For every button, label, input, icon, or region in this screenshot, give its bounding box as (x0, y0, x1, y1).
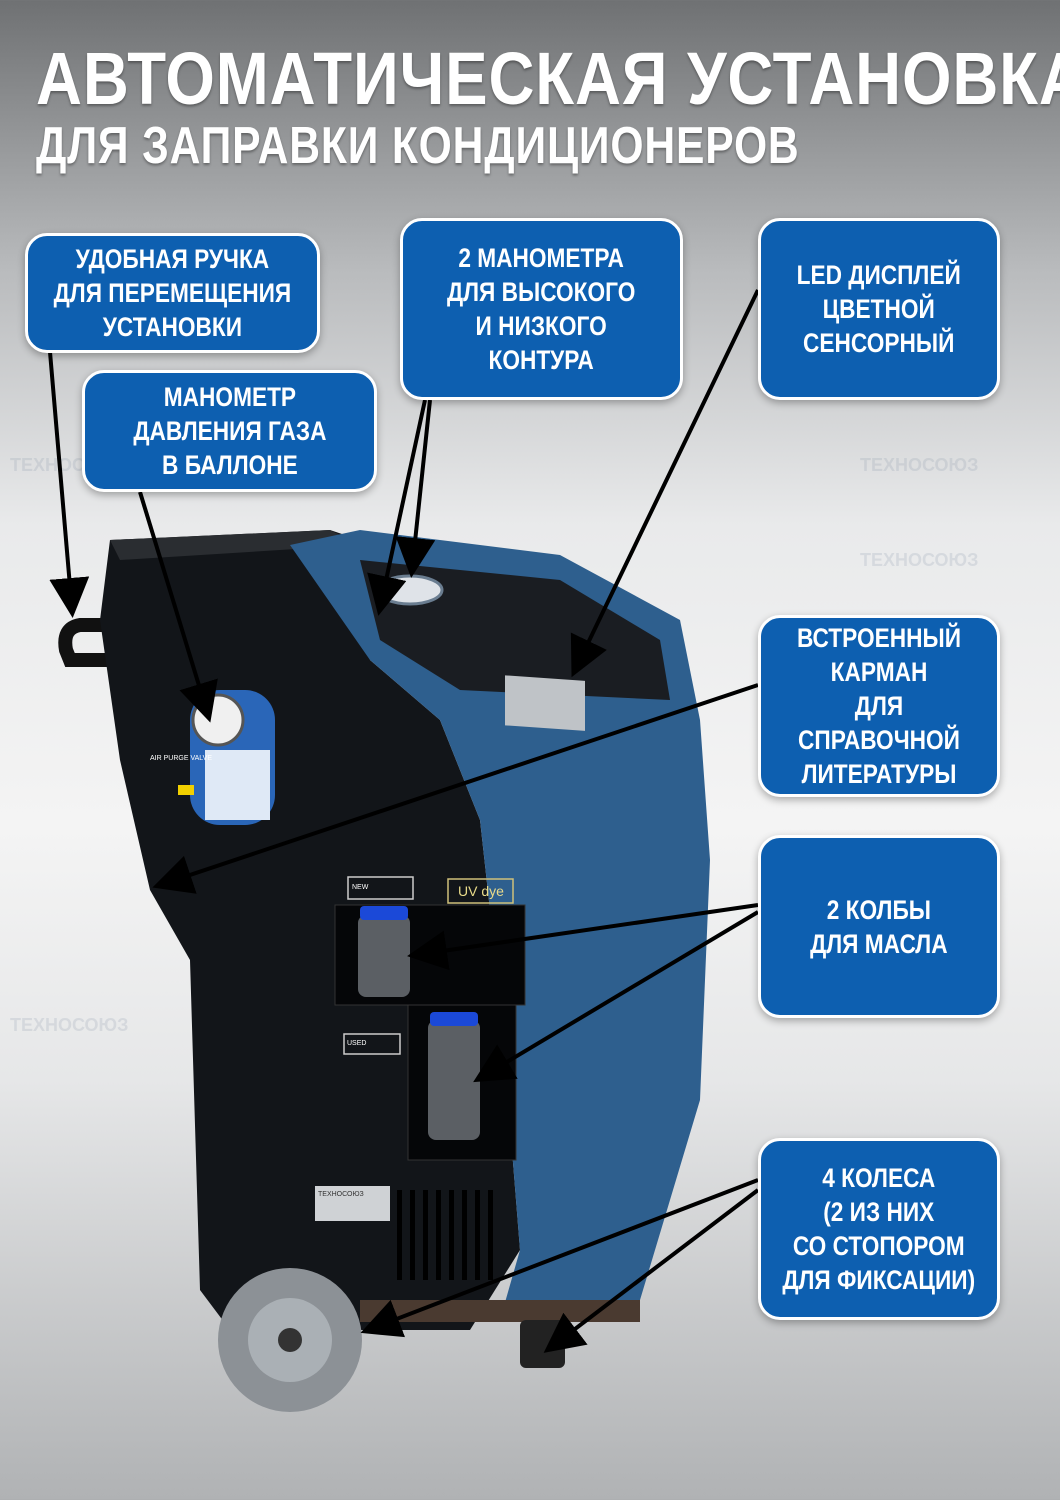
arrow-wheel (360, 1178, 759, 1338)
callout-text: 4 КОЛЕСА (2 ИЗ НИХ СО СТОПОРОМ ДЛЯ ФИКСА… (782, 1163, 976, 1295)
bottle-cap (360, 906, 408, 920)
arrow-display (570, 289, 760, 678)
callout-arrows (48, 289, 760, 1353)
callout-cylinder-gauge: МАНОМЕТР ДАВЛЕНИЯ ГАЗА В БАЛЛОНЕ (82, 370, 377, 492)
bottle-cap (430, 1012, 478, 1026)
arrow-oil-bottle (407, 903, 759, 971)
callout-manometers: 2 МАНОМЕТРА ДЛЯ ВЫСОКОГО И НИЗКОГО КОНТУ… (400, 218, 683, 400)
arrow-cylinder-gauge (138, 491, 218, 723)
arrow-oil-bottle (473, 910, 760, 1083)
callout-wheels: 4 КОЛЕСА (2 ИЗ НИХ СО СТОПОРОМ ДЛЯ ФИКСА… (758, 1138, 1000, 1320)
top-tray (110, 530, 360, 560)
callout-handle: УДОБНАЯ РУЧКА ДЛЯ ПЕРЕМЕЩЕНИЯ УСТАНОВКИ (25, 233, 320, 353)
oil-compartment (407, 1004, 517, 1161)
nameplate-brand: ТЕХНОСОЮЗ (318, 1191, 364, 1198)
arrow-pocket (152, 683, 759, 894)
oil-bottle (428, 1020, 480, 1140)
used-oil-sticker (343, 1033, 401, 1055)
air-purge-valve (178, 785, 194, 795)
callout-display: LED ДИСПЛЕЙ ЦВЕТНОЙ СЕНСОРНЫЙ (758, 218, 1000, 400)
cylinder-gauge-dial (191, 693, 245, 747)
air-purge-label: AIR PURGE VALVE (150, 755, 212, 762)
arrow-handle (48, 351, 90, 618)
callout-pocket: ВСТРОЕННЫЙ КАРМАН ДЛЯ СПРАВОЧНОЙ ЛИТЕРАТ… (758, 615, 1000, 797)
page-subtitle: ДЛЯ ЗАПРАВКИ КОНДИЦИОНЕРОВ (36, 117, 800, 175)
arrow-manometer (367, 399, 427, 616)
new-oil-sticker (347, 876, 414, 900)
new-oil-label: NEW (352, 884, 369, 891)
wheel-axle (278, 1328, 302, 1352)
vent-grille (397, 1190, 493, 1280)
callout-text: LED ДИСПЛЕЙ ЦВЕТНОЙ СЕНСОРНЫЙ (796, 260, 962, 358)
callout-text: УДОБНАЯ РУЧКА ДЛЯ ПЕРЕМЕЩЕНИЯ УСТАНОВКИ (53, 244, 292, 342)
nameplate (315, 1186, 390, 1221)
arrow-manometer (395, 399, 436, 578)
arrow-wheel (543, 1188, 760, 1353)
callout-oil-bottles: 2 КОЛБЫ ДЛЯ МАСЛА (758, 835, 1000, 1018)
watermark: ТЕХНОСОЮЗ (860, 455, 979, 475)
display-screen (505, 675, 585, 731)
used-oil-label: USED (347, 1040, 366, 1047)
watermark: ТЕХНОСОЮЗ (10, 1015, 129, 1035)
uv-dye-sticker (447, 878, 514, 904)
handle (58, 618, 137, 667)
callout-text: 2 КОЛБЫ ДЛЯ МАСЛА (810, 894, 948, 959)
callout-text: ВСТРОЕННЫЙ КАРМАН ДЛЯ СПРАВОЧНОЙ ЛИТЕРАТ… (796, 623, 962, 789)
page-title: АВТОМАТИЧЕСКАЯ УСТАНОВКА (36, 37, 1060, 120)
uv-dye-label: UV dye (458, 883, 504, 899)
pressure-chart (205, 750, 270, 820)
watermark: ТЕХНОСОЮЗ (860, 550, 979, 570)
callout-text: 2 МАНОМЕТРА ДЛЯ ВЫСОКОГО И НИЗКОГО КОНТУ… (447, 243, 636, 375)
callout-text: МАНОМЕТР ДАВЛЕНИЯ ГАЗА В БАЛЛОНЕ (132, 382, 327, 480)
oil-bottle (358, 915, 410, 997)
